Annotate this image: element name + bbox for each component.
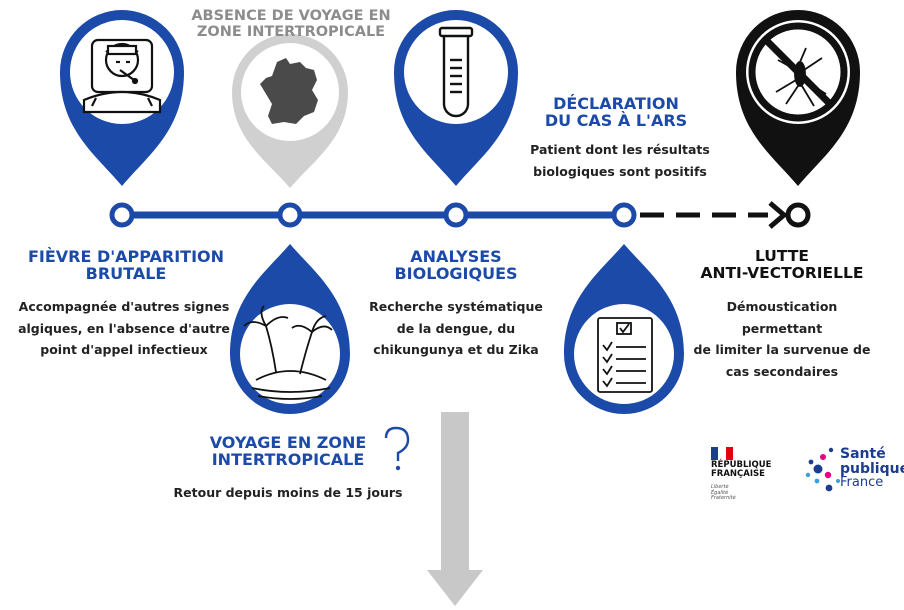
step-declaration-title-line-1: DÉCLARATION: [553, 94, 679, 113]
down-arrow-icon: [427, 412, 483, 606]
step-vector-body-line-2: de limiter la survenue de: [693, 342, 871, 357]
step-vector-body-line-3: cas secondaires: [725, 363, 839, 379]
pin-fever: [60, 10, 184, 186]
step-vector-title: LUTTE ANTI-VECTORIELLE: [690, 248, 874, 281]
step-fever-body-line-2: algiques, en l'absence d'autre: [18, 320, 230, 336]
step-fever-body-line-1: Accompagnée d'autres signes: [18, 299, 230, 314]
step-analyses-title-line-2: BIOLOGIQUES: [394, 264, 518, 284]
step-vector-body-line-1: Démoustication permettant: [726, 299, 838, 336]
step-fever-body: Accompagnée d'autres signes algiques, en…: [6, 296, 242, 361]
step-declaration-body: Patient dont les résultats biologiques s…: [520, 139, 720, 182]
step-fever-title: FIÈVRE D'APPARITION BRUTALE: [14, 248, 238, 283]
french-flag-icon: [711, 447, 733, 460]
spf-line-2: publique: [840, 460, 904, 477]
step-analyses-title-line-1: ANALYSES: [410, 247, 502, 266]
rf-motto-line-2: Égalité: [711, 489, 729, 496]
rf-name: RÉPUBLIQUE FRANÇAISE: [711, 460, 772, 480]
pin-no-travel: [232, 34, 348, 188]
spf-line-3: France: [840, 475, 884, 491]
sick-person-thermometer-icon: [82, 38, 162, 114]
step-declaration-title-line-2: DU CAS À L'ARS: [544, 111, 688, 131]
step-declaration-body-line-1: Patient dont les résultats: [530, 142, 710, 157]
sante-publique-logo-text: Santé publique France: [840, 447, 904, 490]
checklist-icon: [597, 317, 653, 393]
step-tropical-title: VOYAGE EN ZONE INTERTROPICALE: [196, 434, 380, 469]
test-tube-icon: [438, 26, 474, 118]
pin-vector-control: [735, 9, 860, 186]
timeline-node-2: [277, 202, 303, 228]
step-tropical-title-line-2: INTERTROPICALE: [211, 450, 365, 470]
step-no-travel-title-line-2: ZONE INTERTROPICALE: [196, 23, 386, 40]
step-fever-title-line-2: BRUTALE: [85, 264, 167, 284]
sante-publique-logo-icon: [805, 447, 840, 492]
step-declaration-title: DÉCLARATION DU CAS À L'ARS: [536, 95, 696, 130]
step-vector-body: Démoustication permettant de limiter la …: [690, 296, 874, 382]
timeline-node-3: [443, 202, 469, 228]
pin-analyses: [394, 10, 518, 186]
timeline-node-1: [109, 202, 135, 228]
step-vector-title-line-2: ANTI-VECTORIELLE: [700, 263, 864, 282]
france-map-icon: [260, 58, 318, 124]
republique-francaise-logo: RÉPUBLIQUE FRANÇAISE Liberté Égalité Fra…: [711, 447, 801, 517]
step-analyses-body-line-3: chikungunya et du Zika: [373, 342, 539, 357]
rf-name-line-1: RÉPUBLIQUE: [711, 460, 772, 470]
rf-motto-line-3: Fraternité: [711, 495, 736, 501]
question-mark-icon: [384, 426, 410, 471]
step-fever-title-line-1: FIÈVRE D'APPARITION: [27, 247, 225, 266]
timeline-node-4: [611, 202, 637, 228]
step-analyses-body-line-1: Recherche systématique: [369, 299, 543, 314]
step-declaration-body-line-2: biologiques sont positifs: [533, 163, 707, 179]
no-mosquito-icon: [748, 22, 848, 122]
step-fever-body-line-3: point d'appel infectieux: [40, 342, 208, 357]
step-analyses-title: ANALYSES BIOLOGIQUES: [376, 248, 536, 283]
step-vector-title-line-1: LUTTE: [754, 247, 809, 265]
step-tropical-title-line-1: VOYAGE EN ZONE: [209, 433, 367, 452]
step-analyses-body: Recherche systématique de la dengue, du …: [358, 296, 554, 361]
spf-line-1: Santé: [840, 446, 886, 462]
step-no-travel-title-line-1: ABSENCE DE VOYAGE EN: [191, 8, 391, 24]
step-analyses-body-line-2: de la dengue, du: [396, 320, 516, 336]
step-tropical-body-line-1: Retour depuis moins de 15 jours: [173, 485, 403, 500]
step-no-travel-title: ABSENCE DE VOYAGE EN ZONE INTERTROPICALE: [180, 8, 402, 40]
timeline-node-5: [785, 202, 811, 228]
pin-tropical-travel: [230, 244, 350, 414]
rf-motto-line-1: Liberté: [711, 484, 729, 490]
rf-name-line-2: FRANÇAISE: [711, 469, 765, 480]
timeline-arrowhead-icon: [768, 201, 788, 229]
pin-declaration: [564, 244, 684, 414]
step-tropical-body: Retour depuis moins de 15 jours: [168, 482, 408, 504]
palm-island-icon: [243, 305, 333, 400]
rf-motto: Liberté Égalité Fraternité: [711, 484, 736, 502]
